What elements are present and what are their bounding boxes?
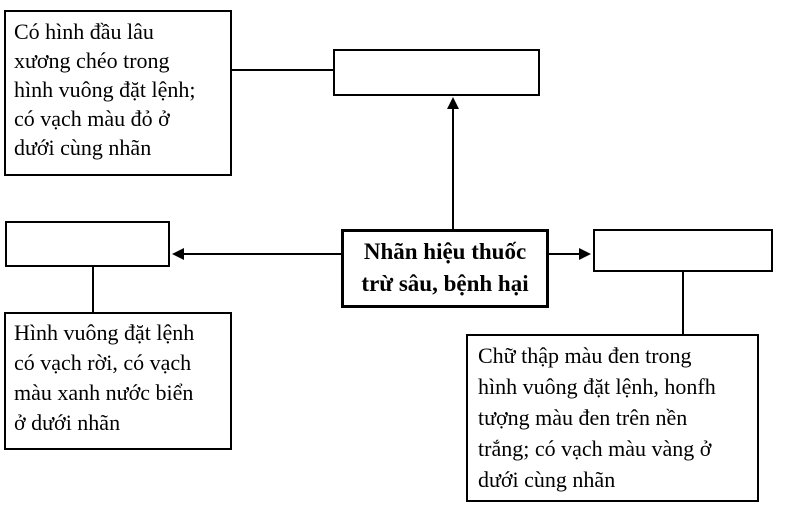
empty-box-top [333, 49, 540, 96]
empty-box-left [5, 221, 170, 267]
empty-box-right [593, 229, 773, 272]
